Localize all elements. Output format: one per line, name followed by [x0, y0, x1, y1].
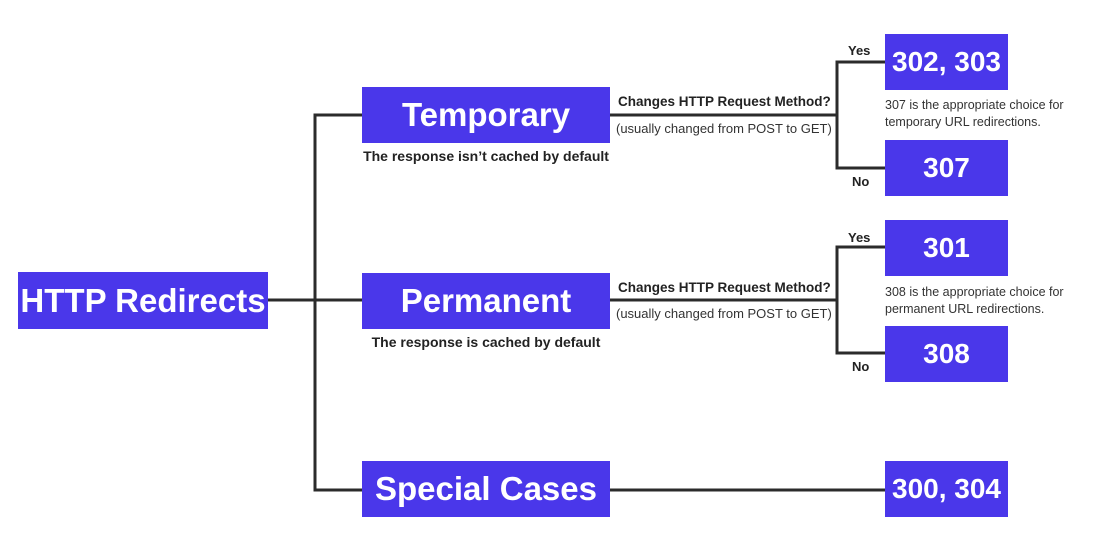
temporary-yes-code-node: 302, 303	[885, 34, 1008, 90]
permanent-yes-code-node: 301	[885, 220, 1008, 276]
root-node: HTTP Redirects	[18, 272, 268, 329]
permanent-label: Permanent	[400, 282, 572, 319]
temporary-label: Temporary	[401, 96, 571, 133]
temporary-hint: (usually changed from POST to GET)	[616, 121, 832, 136]
temporary-advice: 307 is the appropriate choice for tempor…	[885, 98, 1064, 129]
root-label: HTTP Redirects	[20, 281, 266, 319]
permanent-no-label: No	[852, 359, 870, 374]
permanent-question: Changes HTTP Request Method?	[618, 280, 831, 295]
temporary-no-code: 307	[923, 152, 970, 183]
permanent-advice: 308 is the appropriate choice for perman…	[885, 285, 1064, 316]
permanent-hint: (usually changed from POST to GET)	[616, 306, 832, 321]
temporary-no-code-node: 307	[885, 140, 1008, 196]
temporary-node: Temporary	[362, 87, 610, 143]
special-cases-label: Special Cases	[375, 470, 597, 507]
temporary-yes-code: 302, 303	[892, 46, 1001, 77]
temporary-question: Changes HTTP Request Method?	[618, 94, 831, 109]
permanent-node: Permanent	[362, 273, 610, 329]
permanent-no-code-node: 308	[885, 326, 1008, 382]
permanent-cache-note: The response is cached by default	[371, 334, 601, 350]
special-cases-code-node: 300, 304	[885, 461, 1008, 517]
special-cases-code: 300, 304	[892, 473, 1001, 504]
permanent-yes-label: Yes	[848, 230, 871, 245]
temporary-cache-note: The response isn’t cached by default	[363, 148, 609, 164]
special-cases-node: Special Cases	[362, 461, 610, 517]
temporary-no-label: No	[852, 174, 870, 189]
permanent-yes-code: 301	[923, 232, 970, 263]
permanent-no-code: 308	[923, 338, 970, 369]
temporary-yes-label: Yes	[848, 43, 871, 58]
